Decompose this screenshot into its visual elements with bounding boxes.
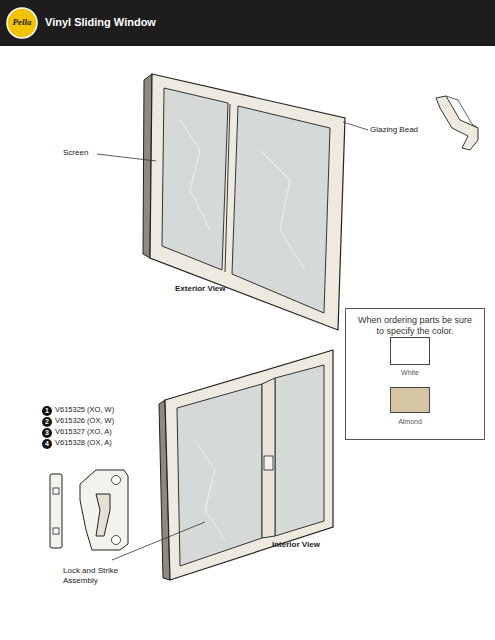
meeting-rail — [225, 104, 230, 272]
bead-edge — [446, 96, 478, 128]
callout-number: 2 — [42, 417, 52, 427]
view-label: Interior View — [272, 540, 332, 550]
leader-line — [112, 522, 205, 560]
strike-hole — [53, 488, 59, 494]
glass-pane — [232, 106, 330, 313]
logo-text: Pella — [7, 17, 37, 28]
color-swatch — [390, 337, 430, 365]
part-label: Glazing Bead — [370, 125, 430, 135]
window-lock — [264, 456, 273, 470]
meeting-rail — [262, 378, 275, 538]
lock-and-strike-icon — [50, 470, 128, 550]
frame-front — [150, 74, 345, 330]
glass-pane — [162, 88, 228, 270]
frame-front — [165, 350, 333, 580]
part-label: Lock and Strike Assembly — [63, 566, 133, 585]
callout-number: 4 — [42, 439, 52, 449]
part-number: V615325 (XO, W) — [55, 405, 135, 414]
strike-plate — [50, 474, 62, 548]
screw — [112, 476, 121, 485]
color-swatch — [390, 387, 430, 413]
part-number: V615327 (XO, A) — [55, 427, 135, 436]
leader-line — [97, 154, 156, 161]
callout-number: 3 — [42, 428, 52, 438]
exterior-window — [143, 74, 345, 330]
logo-badge — [7, 8, 37, 38]
view-label: Exterior View — [175, 284, 245, 294]
lock-body — [80, 470, 128, 550]
leader-line — [343, 122, 368, 130]
part-label: Screen — [63, 148, 96, 158]
strike-hole — [53, 528, 59, 534]
bead-profile — [436, 96, 478, 150]
interior-window — [159, 350, 333, 580]
glass-reflection — [260, 150, 305, 270]
header-bar — [0, 0, 495, 46]
glazing-bead-icon — [436, 96, 478, 150]
note-text: When ordering parts be sure to specify t… — [346, 309, 484, 338]
lock-lever — [96, 494, 110, 536]
part-number: V615326 (OX, W) — [55, 416, 135, 425]
part-number: V615328 (OX, A) — [55, 438, 135, 447]
page-title: Vinyl Sliding Window — [45, 16, 156, 29]
swatch-label: White — [370, 369, 450, 377]
glass-reflection — [195, 440, 225, 540]
glass-reflection — [180, 120, 210, 230]
screw — [112, 536, 121, 545]
glass-pane — [275, 365, 324, 536]
swatch-label: Almond — [370, 418, 450, 426]
glass-pane — [177, 384, 262, 566]
callout-number: 1 — [42, 406, 52, 416]
